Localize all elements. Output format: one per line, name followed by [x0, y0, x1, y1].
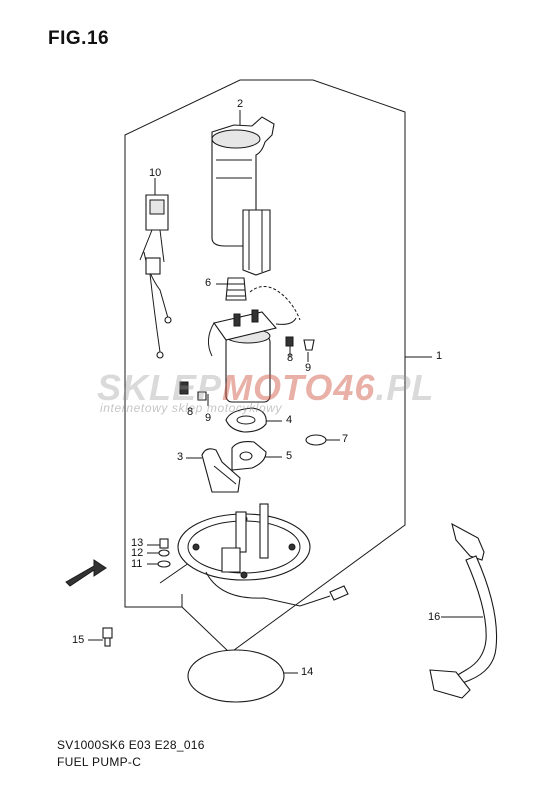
- fuel-pump-flange-plate: [177, 503, 349, 607]
- leader-lines: [88, 110, 483, 674]
- watermark-brand: SKLEPMOTO46.PL: [97, 367, 435, 408]
- wire-harness-part-10: [139, 194, 172, 359]
- clamp-and-screw-8-9: [179, 336, 315, 401]
- callout-9-upper: 9: [305, 362, 312, 374]
- callout-5: 5: [286, 450, 293, 462]
- callout-1: 1: [436, 350, 443, 362]
- assembly-outline: [124, 79, 406, 654]
- callout-3: 3: [177, 451, 184, 463]
- callout-13: 13: [131, 537, 144, 549]
- fuel-level-sender-part-3: [201, 448, 241, 493]
- watermark-tagline: internetowy sklep motocyklowy: [100, 401, 283, 415]
- bracket-part-5: [231, 441, 267, 471]
- o-ring-part-7: [305, 434, 327, 446]
- forward-direction-arrow: [65, 559, 107, 587]
- fuel-pump-motor: [208, 286, 301, 403]
- bolt-part-15: [102, 627, 113, 647]
- gasket-part-14: [187, 649, 285, 703]
- fuel-filter-housing-part-2: [211, 116, 275, 276]
- figure-title: FIG.16: [48, 28, 110, 49]
- callout-7: 7: [342, 433, 349, 445]
- callout-8-upper: 8: [287, 352, 294, 364]
- callout-6: 6: [205, 277, 212, 289]
- callout-10: 10: [149, 167, 162, 179]
- fuel-hose-part-16: [429, 522, 498, 699]
- callout-12: 12: [131, 547, 144, 559]
- grommet-part-6: [225, 277, 247, 301]
- callout-2: 2: [237, 98, 244, 110]
- pump-holder-part-4: [225, 407, 267, 433]
- washers-and-bolt-11-13: [157, 538, 171, 568]
- callout-4: 4: [286, 414, 293, 426]
- callout-8-lower: 8: [187, 406, 194, 418]
- callout-11: 11: [131, 558, 143, 570]
- callout-9-lower: 9: [205, 412, 212, 424]
- callout-14: 14: [301, 666, 314, 678]
- diagram-subtitle: FUEL PUMP-C: [57, 755, 142, 769]
- callout-15: 15: [72, 634, 85, 646]
- callout-16: 16: [428, 611, 441, 623]
- diagram-code: SV1000SK6 E03 E28_016: [57, 738, 205, 752]
